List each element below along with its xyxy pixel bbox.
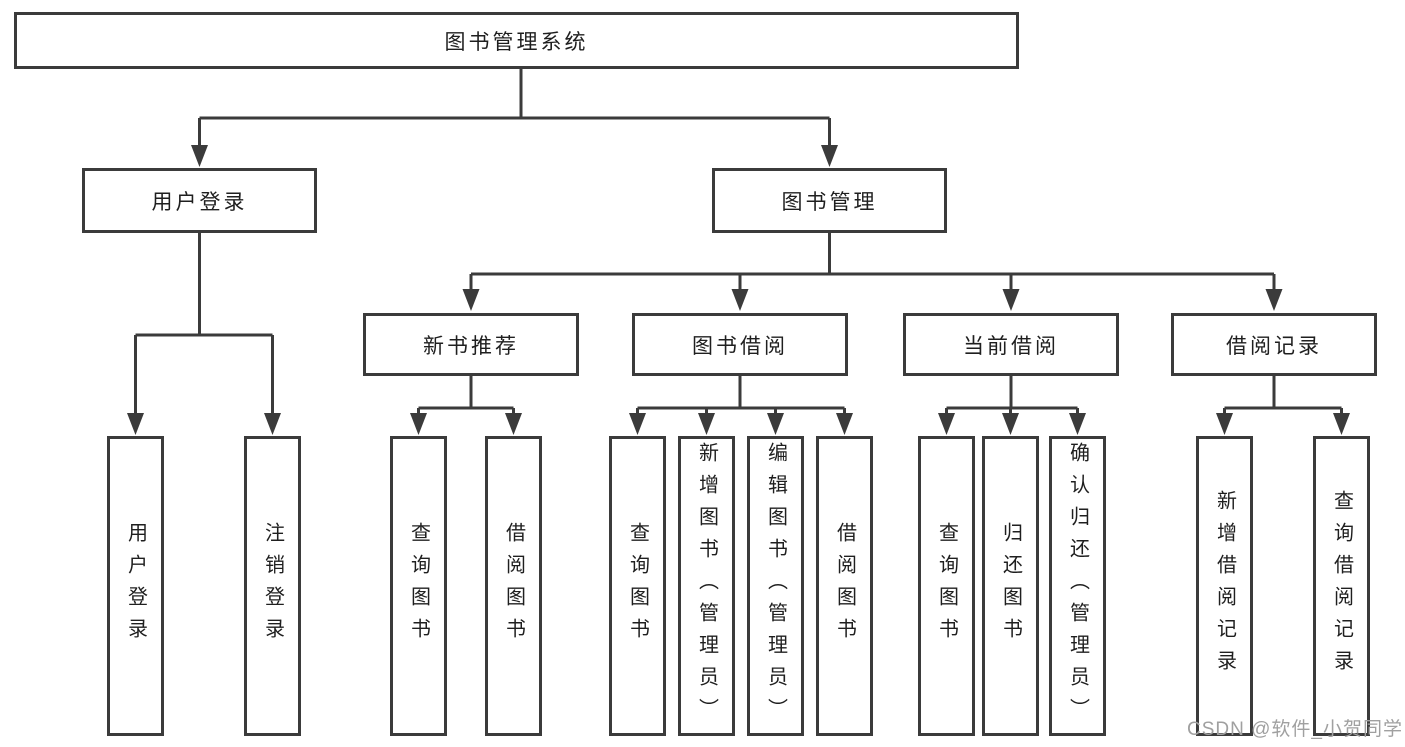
node-borrow-records: 借阅记录: [1171, 313, 1377, 376]
node-new-book-recommend: 新书推荐: [363, 313, 579, 376]
node-current-borrow: 当前借阅: [903, 313, 1119, 376]
leaf-confirm-return-admin: 确认归还（管理员）: [1049, 436, 1106, 736]
connector-current-borrow-to-leaves: [945, 376, 1079, 414]
node-root-label: 图书管理系统: [444, 30, 589, 54]
leaf-borrow-books-label: 借阅图书: [833, 522, 856, 650]
leaf-borrow-books-recommend-label: 借阅图书: [502, 522, 525, 650]
connector-book-borrow-to-leaves: [636, 376, 846, 414]
leaf-query-books-recommend-label: 查询图书: [407, 522, 430, 650]
leaf-add-books-admin: 新增图书（管理员）: [678, 436, 735, 736]
leaf-query-books-borrow: 查询图书: [609, 436, 666, 736]
node-book-borrow: 图书借阅: [632, 313, 848, 376]
leaf-logout-login: 注销登录: [244, 436, 301, 736]
leaf-logout-login-label: 注销登录: [261, 522, 284, 650]
node-user-login-label: 用户登录: [151, 190, 248, 214]
csdn-watermark: CSDN @软件_小贺同学: [1187, 719, 1403, 740]
leaf-edit-books-admin-label: 编辑图书（管理员）: [764, 442, 787, 730]
arrowhead-layer: [127, 145, 1350, 435]
node-book-borrow-label: 图书借阅: [692, 334, 788, 358]
node-book-management: 图书管理: [712, 168, 947, 233]
leaf-add-books-admin-label: 新增图书（管理员）: [695, 442, 718, 730]
connector-new-book-recommend-to-leaves: [417, 376, 515, 414]
leaf-add-borrow-record: 新增借阅记录: [1196, 436, 1253, 736]
connector-book-management-to-level3: [469, 233, 1276, 290]
leaf-edit-books-admin: 编辑图书（管理员）: [747, 436, 804, 736]
node-current-borrow-label: 当前借阅: [963, 334, 1059, 358]
arrow-down-icons-current-leaves: [938, 413, 1086, 435]
leaf-query-borrow-record: 查询借阅记录: [1313, 436, 1370, 736]
leaf-user-login-label: 用户登录: [124, 522, 147, 650]
leaf-borrow-books: 借阅图书: [816, 436, 873, 736]
leaf-borrow-books-recommend: 借阅图书: [485, 436, 542, 736]
connector-lines: [134, 69, 1343, 414]
node-borrow-records-label: 借阅记录: [1226, 334, 1322, 358]
arrow-down-icons-level2: [191, 145, 838, 167]
node-user-login: 用户登录: [82, 168, 317, 233]
leaf-query-books-borrow-label: 查询图书: [626, 522, 649, 650]
leaf-query-books-current: 查询图书: [918, 436, 975, 736]
arrow-down-icons-records-leaves: [1216, 413, 1350, 435]
leaf-add-borrow-record-label: 新增借阅记录: [1213, 490, 1236, 682]
arrow-down-icons-level3: [462, 289, 1283, 311]
arrow-down-icons-user-login-leaves: [127, 413, 281, 435]
arrow-down-icons-borrow-leaves: [629, 413, 853, 435]
leaf-query-books-recommend: 查询图书: [390, 436, 447, 736]
node-book-management-label: 图书管理: [781, 190, 878, 214]
leaf-query-books-current-label: 查询图书: [935, 522, 958, 650]
connector-user-login-to-leaves: [134, 233, 274, 413]
connector-borrow-records-to-leaves: [1223, 376, 1343, 414]
leaf-query-borrow-record-label: 查询借阅记录: [1330, 490, 1353, 682]
arrow-down-icons-recommend-leaves: [410, 413, 522, 435]
leaf-user-login: 用户登录: [107, 436, 164, 736]
leaf-return-books: 归还图书: [982, 436, 1039, 736]
leaf-confirm-return-admin-label: 确认归还（管理员）: [1066, 442, 1089, 730]
leaf-return-books-label: 归还图书: [999, 522, 1022, 650]
node-root: 图书管理系统: [14, 12, 1019, 69]
node-new-book-recommend-label: 新书推荐: [423, 334, 519, 358]
connector-root-to-level2: [198, 69, 831, 146]
